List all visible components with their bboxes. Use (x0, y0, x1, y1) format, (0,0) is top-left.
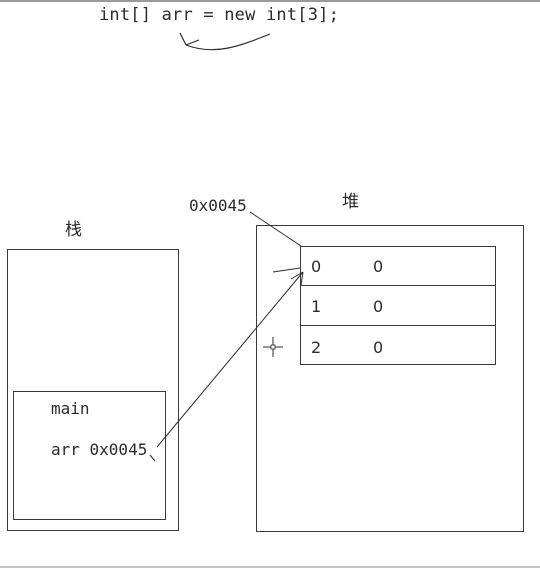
array-value: 0 (373, 297, 384, 316)
array-value: 0 (373, 338, 384, 357)
code-curve-arrowhead (179, 32, 200, 46)
bottom-border-line (0, 566, 540, 568)
main-frame-label: main (51, 399, 90, 418)
top-border-line (0, 0, 540, 2)
array-index: 1 (311, 297, 322, 316)
array-index: 0 (311, 257, 322, 276)
arr-variable: arr 0x0045 (51, 440, 148, 459)
heap-address-label: 0x0045 (189, 196, 247, 215)
address-leader-line (249, 211, 302, 247)
array-cell-row (300, 325, 496, 365)
code-curve-arrow (185, 33, 271, 51)
stack-title: 栈 (65, 220, 82, 240)
crosshair-cursor-icon (263, 337, 283, 357)
pointer-stroke (272, 267, 301, 273)
code-line: int[] arr = new int[3]; (99, 5, 340, 25)
heap-title: 堆 (342, 192, 359, 212)
reference-arrowhead (290, 271, 304, 286)
reference-tail (149, 454, 156, 462)
reference-arrow-line (156, 271, 304, 448)
array-value: 0 (373, 257, 384, 276)
stack-box (7, 249, 179, 531)
main-frame-box (13, 391, 166, 520)
heap-box (256, 225, 524, 532)
array-index: 2 (311, 338, 322, 357)
